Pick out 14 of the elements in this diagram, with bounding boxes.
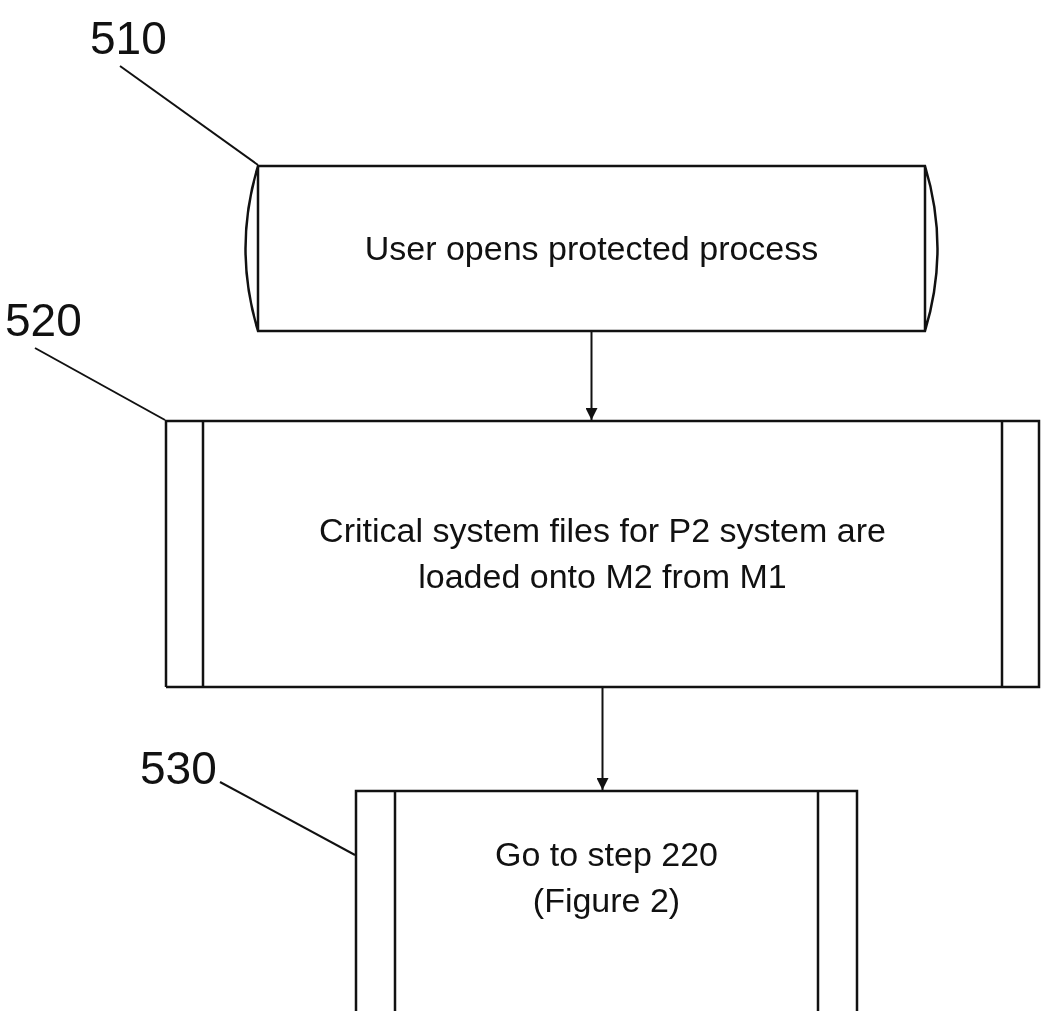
callout-number: 510	[90, 10, 167, 66]
leader-line	[119, 65, 259, 166]
predefined-process-box	[165, 420, 1040, 688]
step-text: Go to step 220 (Figure 2)	[493, 833, 719, 921]
step-text: User opens protected process	[364, 227, 819, 269]
callout-number: 530	[140, 740, 217, 796]
step-text: Critical system files for P2 system are loaded onto M2 from M1	[318, 510, 887, 597]
leader-line	[34, 347, 166, 421]
leader-line	[219, 781, 356, 856]
arrow	[585, 331, 598, 421]
terminator-shape	[243, 165, 940, 332]
arrow	[596, 687, 609, 791]
callout-number: 520	[5, 292, 82, 348]
predefined-process-box	[355, 790, 858, 1011]
